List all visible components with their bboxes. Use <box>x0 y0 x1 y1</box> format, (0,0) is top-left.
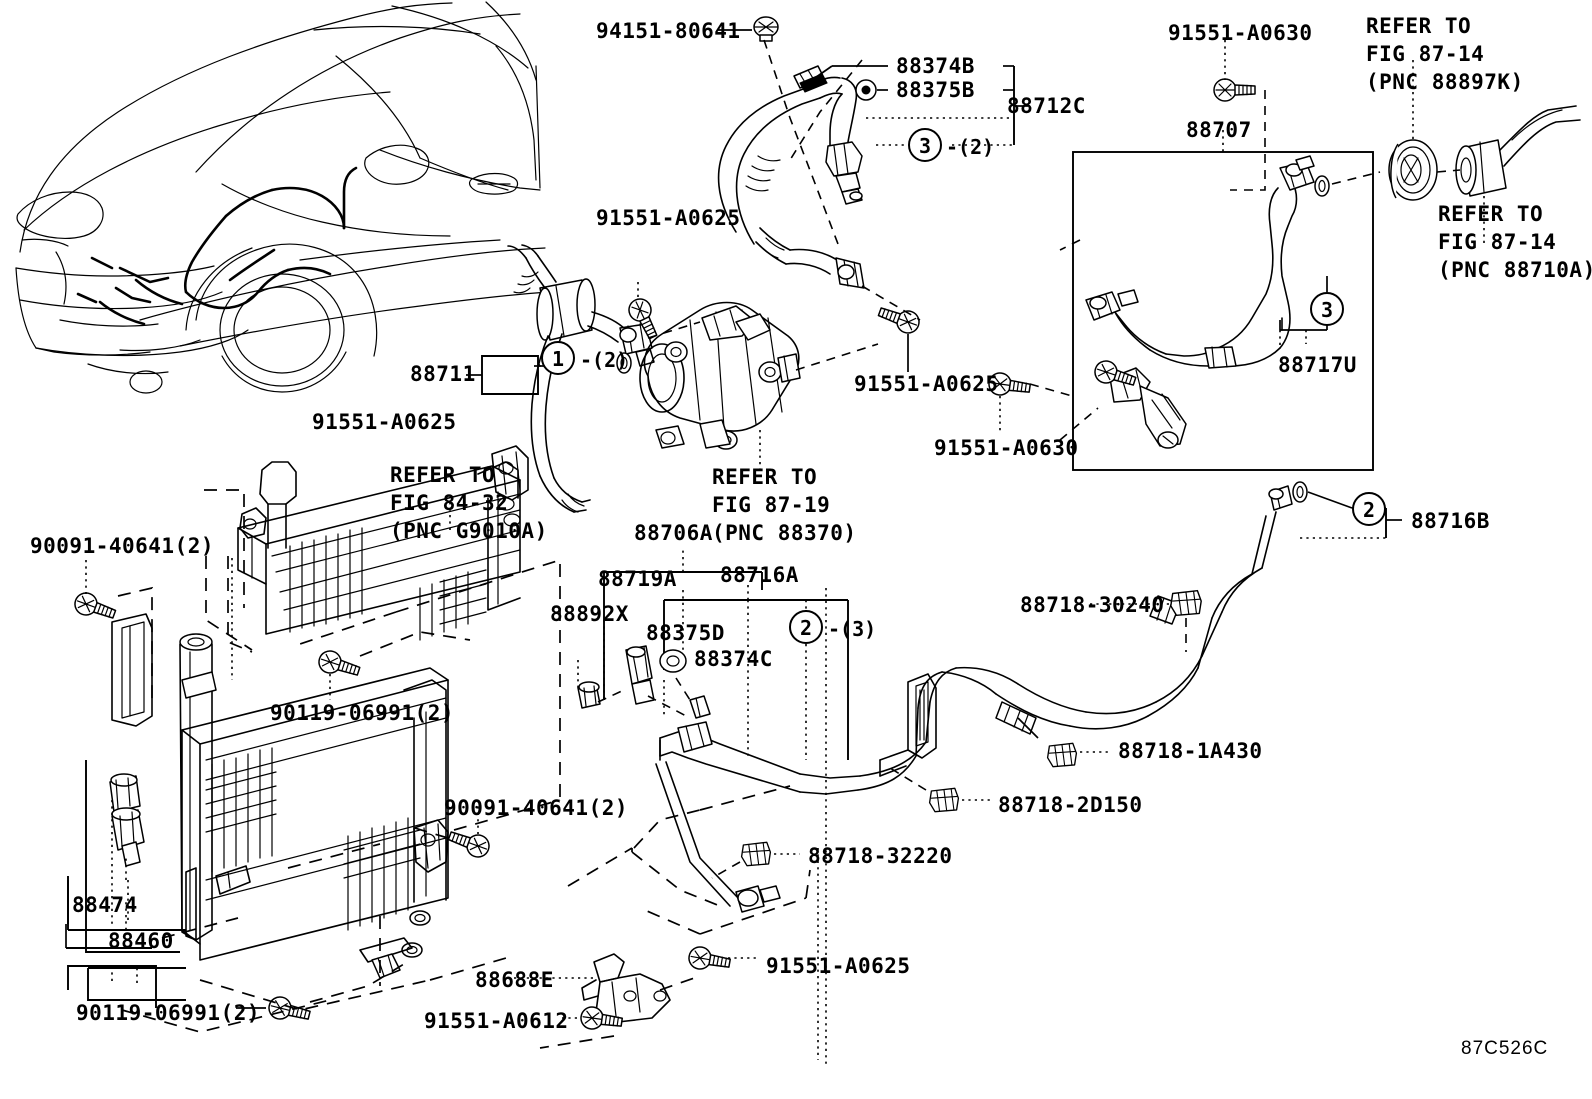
label-88375B: 88375B <box>896 78 975 102</box>
label-88460: 88460 <box>108 929 174 953</box>
label-91551-A0630-mid: 91551-A0630 <box>934 436 1079 460</box>
label-88717U: 88717U <box>1278 353 1357 377</box>
fig8714-connector <box>1388 60 1581 246</box>
label-91551-A0625-cond: 91551-A0625 <box>312 410 457 434</box>
bracket-88474-88460 <box>67 858 186 1001</box>
figure-code: 87C526C <box>1461 1038 1549 1059</box>
label-90119-06991-upper: 90119-06991(2) <box>270 701 455 725</box>
label-88706A: 88706A <box>634 521 713 545</box>
label-88707: 88707 <box>1186 118 1252 142</box>
label-88688E: 88688E <box>475 968 554 992</box>
note-refer-fig84-32-G9010A: REFER TO FIG 84-32 (PNC G9010A) <box>390 463 548 543</box>
label-88712C: 88712C <box>1007 94 1086 118</box>
condenser-assembly <box>65 613 449 1008</box>
oil-cooler-assembly <box>204 445 529 680</box>
label-88718-1A430: 88718-1A430 <box>1118 739 1263 763</box>
label-90119-06991-lower: 90119-06991(2) <box>76 1001 261 1025</box>
callout-1-qty: -(2) <box>580 348 629 372</box>
label-94151-80641: 94151-80641 <box>596 19 741 43</box>
assembly-88711 <box>466 227 1073 513</box>
label-88719A: 88719A <box>598 567 677 591</box>
label-88718-30240: 88718-30240 <box>1020 593 1165 617</box>
callout-2-mid-qty: -(3) <box>828 617 877 641</box>
label-88374C: 88374C <box>694 647 773 671</box>
label-88716A: 88716A <box>720 563 799 587</box>
label-90091-40641-right: 90091-40641(2) <box>444 796 629 820</box>
label-88375D: 88375D <box>646 621 725 645</box>
assembly-88707 <box>1059 40 1381 471</box>
suction-line-assembly <box>567 481 1402 1060</box>
label-90091-40641-left: 90091-40641(2) <box>30 534 215 558</box>
label-88892X: 88892X <box>550 602 629 626</box>
bracket-88688E <box>514 944 760 1049</box>
condenser-fasteners <box>71 556 561 1033</box>
label-91551-A0625-mid: 91551-A0625 <box>854 372 999 396</box>
label-88716B: 88716B <box>1411 509 1490 533</box>
callout-3-top-qty: -(2) <box>946 135 995 159</box>
callout-3-box: 3 <box>1310 292 1344 326</box>
label-91551-A0625-left: 91551-A0625 <box>596 206 741 230</box>
assembly-88706A <box>577 550 861 795</box>
label-88718-32220: 88718-32220 <box>808 844 953 868</box>
callout-1: 1 <box>541 341 575 375</box>
vehicle-illustration <box>15 1 549 394</box>
note-refer-fig87-14-88710A: REFER TO FIG 87-14 (PNC 88710A) <box>1438 202 1592 282</box>
callout-3-top: 3 <box>908 128 942 162</box>
callout-2-mid: 2 <box>789 610 823 644</box>
label-91551-A0625-bottom: 91551-A0625 <box>766 954 911 978</box>
label-88718-2D150: 88718-2D150 <box>998 793 1143 817</box>
assembly-88712C <box>717 16 1028 245</box>
compressor <box>639 301 801 450</box>
label-88374B: 88374B <box>896 54 975 78</box>
label-91551-A0612: 91551-A0612 <box>424 1009 569 1033</box>
note-refer-fig87-14-88897K: REFER TO FIG 87-14 (PNC 88897K) <box>1366 14 1524 94</box>
label-91551-A0630-top: 91551-A0630 <box>1168 21 1313 45</box>
label-88474: 88474 <box>72 893 138 917</box>
label-88711: 88711 <box>410 362 476 386</box>
note-refer-fig87-19-88370: REFER TO FIG 87-19 (PNC 88370) <box>712 465 857 545</box>
callout-2-right: 2 <box>1352 492 1386 526</box>
